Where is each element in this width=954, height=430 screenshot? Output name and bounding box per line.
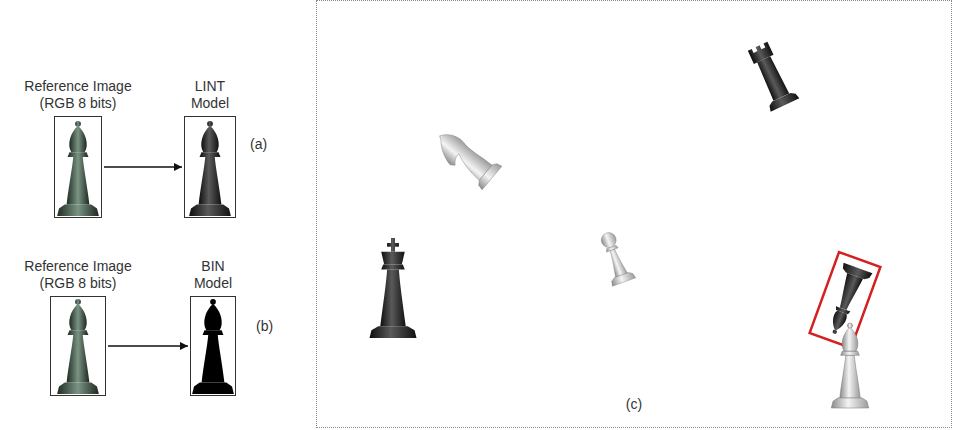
panel-letter: (a) (250, 136, 267, 152)
panel-letter-holder: (b) (256, 317, 273, 335)
image-box: BIN Model (183, 258, 243, 396)
image-box: Reference Image (RGB 8 bits) (8, 78, 148, 218)
reference-bishop (57, 299, 99, 394)
lint-bishop (189, 121, 231, 216)
image-heading: Reference Image (RGB 8 bits) (8, 78, 148, 116)
image-frame (184, 116, 236, 218)
image-frame (54, 116, 102, 218)
image-heading: BIN Model (183, 258, 243, 296)
arrow-connector (108, 345, 188, 347)
image-frame (190, 296, 236, 396)
image-box: Reference Image (RGB 8 bits) (8, 258, 148, 396)
figure-panel: (c) (316, 0, 952, 428)
image-box: LINT Model (180, 78, 240, 218)
panel-letter-holder: (a) (250, 135, 267, 153)
image-frame (50, 296, 106, 396)
fallen-bishop (820, 263, 873, 339)
bin-bishop (192, 299, 234, 394)
rook-piece (743, 40, 799, 112)
king-piece (369, 238, 416, 338)
reference-bishop (57, 121, 99, 216)
pawn-piece (595, 229, 636, 286)
image-heading: LINT Model (180, 78, 240, 116)
panel-caption: (c) (624, 396, 644, 413)
image-heading: Reference Image (RGB 8 bits) (8, 258, 148, 296)
panel-letter: (b) (256, 318, 273, 334)
arrow-connector (104, 166, 182, 168)
knight-piece (430, 123, 502, 191)
bishop-piece (831, 323, 868, 408)
